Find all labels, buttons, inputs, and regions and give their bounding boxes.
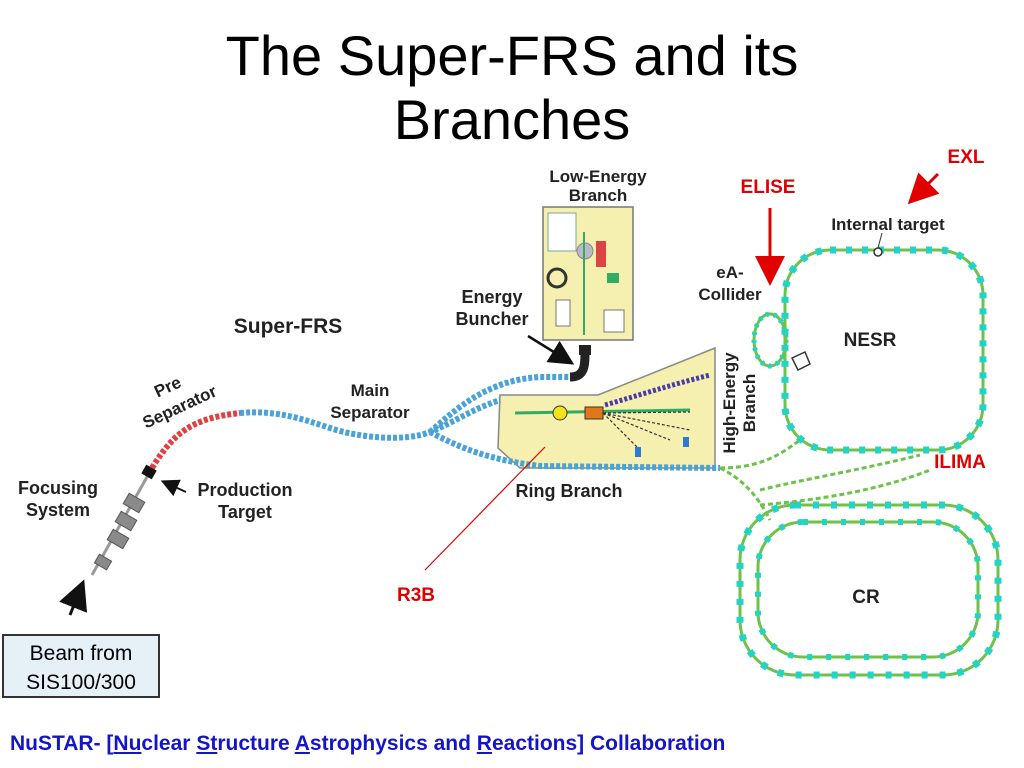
- internal-target-marker: [873, 247, 883, 257]
- main-separator-label-1: Main: [351, 381, 390, 400]
- footer-prefix: NuSTAR- [: [10, 732, 114, 755]
- high-energy-detector-arc: [604, 372, 711, 408]
- footer-a: A: [294, 732, 310, 755]
- footer-nu: Nu: [113, 732, 142, 755]
- ring-branch-label: Ring Branch: [515, 481, 622, 501]
- low-energy-branch-label-1: Low-Energy: [549, 167, 647, 186]
- exl-label: EXL: [948, 147, 985, 168]
- super-frs-label: Super-FRS: [234, 315, 343, 338]
- internal-target-label: Internal target: [831, 215, 945, 234]
- title-line-2: Branches: [393, 88, 631, 151]
- r3b-target-dot: [552, 405, 568, 421]
- high-energy-branch-label-1: High-Energy: [720, 352, 739, 454]
- ea-collider-electron-line: [790, 350, 811, 372]
- production-target-arrow: [160, 479, 187, 497]
- focusing-system-label-1: Focusing: [18, 478, 98, 498]
- beam-arrow: [59, 579, 88, 616]
- beam-source-line-2: SIS100/300: [26, 671, 136, 694]
- low-energy-inner-frame: [547, 212, 577, 252]
- collaboration-footer: NuSTAR- [Nuclear Structure Astrophysics …: [10, 732, 1020, 756]
- ea-collider-label-1: eA-: [716, 263, 743, 282]
- title-line-1: The Super-FRS and its: [225, 24, 799, 87]
- focusing-system-magnets: [93, 492, 146, 571]
- low-energy-component-c: [555, 299, 571, 327]
- ilima-label: ILIMA: [934, 452, 986, 473]
- beam-source-box: Beam from SIS100/300: [2, 634, 160, 698]
- low-energy-component-d: [603, 309, 625, 333]
- production-target-label-2: Target: [218, 502, 272, 522]
- main-separator-beamline: [239, 397, 501, 441]
- elise-label: ELISE: [741, 177, 796, 198]
- buncher-beamline: [427, 374, 572, 435]
- energy-buncher-label-2: Buncher: [455, 309, 528, 329]
- high-energy-fan-lines: [602, 411, 691, 451]
- nesr-ring-magnets: [781, 246, 987, 454]
- exl-arrow: [907, 172, 940, 205]
- low-energy-branch-label-2: Branch: [569, 186, 628, 205]
- low-energy-component-a: [596, 241, 606, 267]
- energy-buncher-elbow: [569, 351, 590, 382]
- main-separator-label-2: Separator: [330, 403, 410, 422]
- nesr-label: NESR: [844, 330, 897, 351]
- ring-transfer-line: [719, 438, 801, 470]
- footer-st: St: [196, 732, 218, 755]
- footer-eactions: eactions] Collaboration: [491, 732, 726, 755]
- cr-label: CR: [852, 587, 880, 608]
- production-target-label-1: Production: [198, 480, 293, 500]
- high-energy-platform: [497, 346, 716, 469]
- cr-ring-inner-magnets: [755, 519, 981, 660]
- high-energy-detector-b: [635, 447, 641, 457]
- footer-strophysics: strophysics and: [309, 732, 477, 755]
- footer-ructure: ructure: [217, 732, 295, 755]
- pre-separator-beamline: [149, 410, 241, 470]
- cr-ring-outer-magnets: [736, 501, 1002, 679]
- internal-target-pointer: [877, 232, 883, 249]
- energy-buncher-label-1: Energy: [461, 287, 522, 307]
- cr-transfer-line: [719, 466, 772, 521]
- focusing-system-label-2: System: [26, 500, 90, 520]
- cr-nesr-connector: [759, 453, 931, 507]
- high-energy-detector-c: [683, 437, 689, 447]
- production-target-block: [141, 464, 157, 480]
- ring-branch-beamline: [428, 429, 721, 471]
- high-energy-branch-label-2: Branch: [740, 374, 759, 433]
- slide-title: The Super-FRS and its Branches: [0, 24, 1024, 152]
- low-energy-trap-ring: [546, 267, 568, 289]
- r3b-magnet: [584, 406, 604, 420]
- super-frs-diagram: Low-Energy Branch Energy Buncher Super-F…: [18, 147, 1002, 679]
- energy-buncher-block: [579, 345, 591, 355]
- ea-collider-label-2: Collider: [698, 285, 762, 304]
- footer-clear: clear: [141, 732, 197, 755]
- r3b-label: R3B: [397, 585, 435, 606]
- r3b-pointer-line: [424, 446, 546, 571]
- footer-r: R: [476, 732, 492, 755]
- low-energy-component-b: [607, 273, 619, 283]
- energy-buncher-arrow: [527, 334, 575, 365]
- beam-source-line-1: Beam from: [29, 642, 133, 665]
